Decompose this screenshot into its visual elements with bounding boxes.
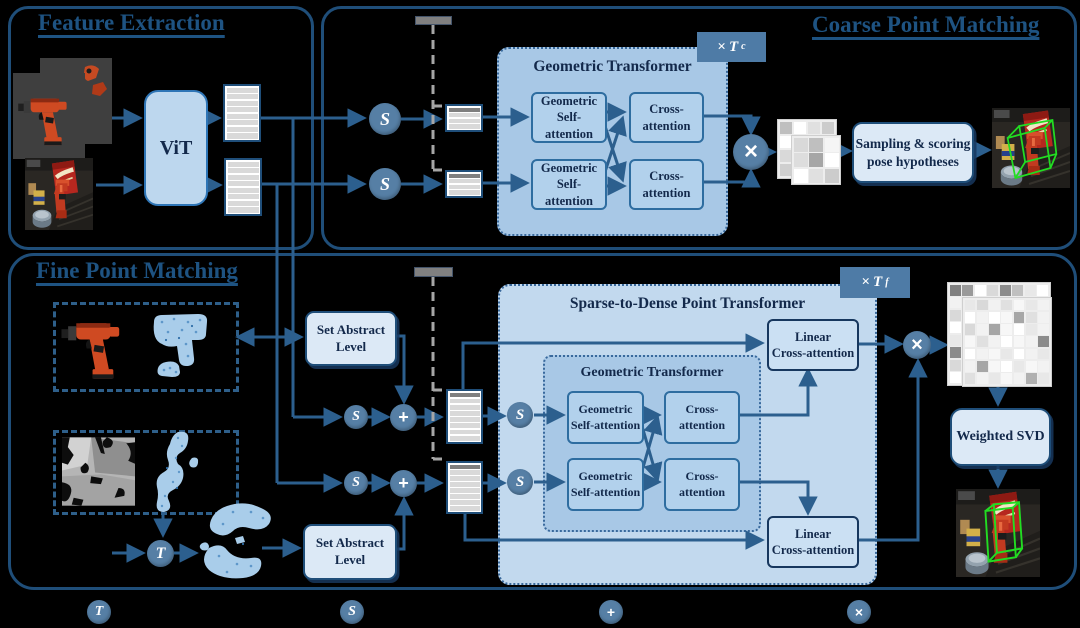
legend-sample-op: S — [340, 600, 364, 624]
fine-result-image — [956, 489, 1041, 577]
multiply-op-coarse: × — [733, 134, 769, 170]
template-feature-stack — [223, 84, 261, 142]
template-mini-drills — [84, 65, 107, 96]
sparse-to-dense-title: Sparse-to-Dense Point Transformer — [569, 295, 806, 312]
vit-label: ViT — [159, 137, 193, 159]
scene-point-feature-stack — [446, 461, 483, 514]
template-images — [13, 55, 113, 160]
similarity-matrix-fine-front — [963, 298, 1051, 386]
cross-attention-coarse-top: Cross-attention — [629, 92, 704, 143]
transformed-pointcloud — [193, 500, 289, 590]
sample-op-sparse-template: S — [507, 402, 533, 428]
feature-extraction-title: Feature Extraction — [38, 10, 225, 35]
legend-add-op: + — [599, 600, 623, 624]
legend-multiply-op: × — [847, 600, 871, 624]
add-op-fine-template: + — [390, 404, 417, 431]
cross-attention-coarse-bottom: Cross-attention — [629, 159, 704, 210]
feature-extraction-panel — [8, 6, 314, 250]
scene-feature-stack — [224, 158, 262, 216]
geometric-transformer-title-coarse: Geometric Transformer — [533, 58, 692, 75]
fine-point-matching-title: Fine Point Matching — [36, 258, 238, 283]
coarse-result-image — [992, 108, 1071, 188]
legend-transform-op: T — [87, 600, 111, 624]
add-op-fine-scene: + — [390, 470, 417, 497]
multiply-op-fine: × — [903, 331, 931, 359]
transform-op: T — [147, 540, 174, 567]
fine-point-matching-panel — [8, 253, 1077, 590]
positional-embedding-bar-coarse — [415, 16, 452, 25]
scene-image — [25, 158, 94, 230]
similarity-matrix-coarse-front — [792, 136, 840, 184]
sample-op-fine-template: S — [344, 405, 368, 429]
cross-attention-fine-top: Cross-attention — [664, 391, 740, 444]
cross-attention-fine-bottom: Cross-attention — [664, 458, 740, 511]
template-drill — [18, 98, 67, 146]
sample-op-fine-scene: S — [344, 471, 368, 495]
coarse-point-matching-panel — [321, 6, 1077, 250]
positional-embedding-bar-fine — [414, 267, 453, 277]
vit-box: ViT — [144, 90, 208, 206]
scene-pointcloud-box — [53, 430, 239, 515]
depth-image — [62, 437, 135, 506]
template-pointcloud — [146, 310, 222, 380]
drill-photo — [60, 306, 134, 382]
sample-op-sparse-scene: S — [507, 469, 533, 495]
sample-op-coarse-scene: S — [369, 168, 401, 200]
template-point-feature-stack — [446, 389, 483, 444]
coarse-point-matching-title: Coarse Point Matching — [812, 12, 1040, 37]
geometric-transformer-title-fine: Geometric Transformer — [580, 365, 724, 380]
scene-pointcloud — [152, 430, 214, 514]
weighted-svd-box: Weighted SVD — [950, 408, 1051, 466]
sample-op-coarse-template: S — [369, 103, 401, 135]
template-pointcloud-box — [53, 302, 239, 392]
sampled-template-stack-coarse — [445, 104, 483, 132]
sampled-scene-stack-coarse — [445, 170, 483, 198]
